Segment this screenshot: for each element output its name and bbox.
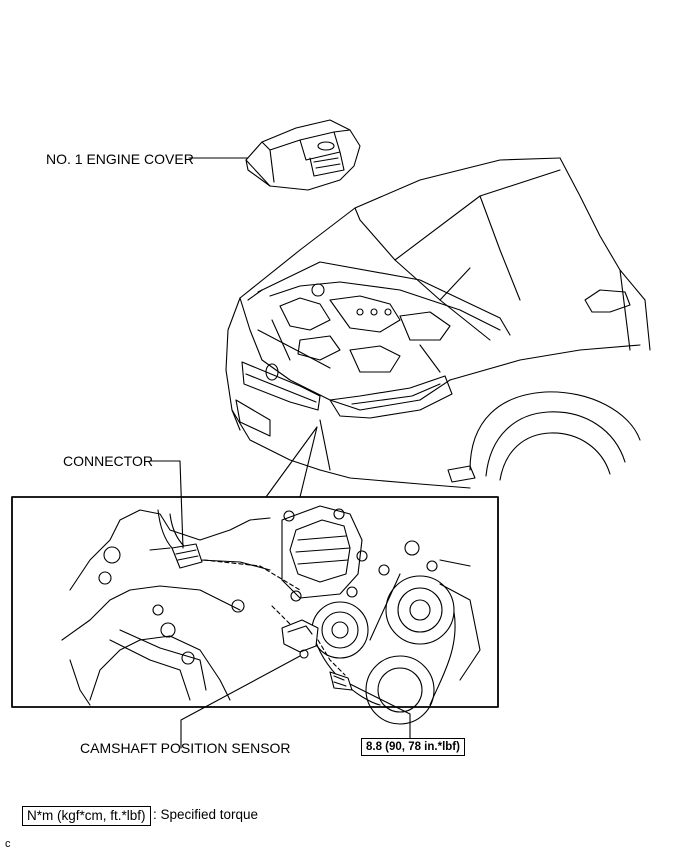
engine-cover-label: NO. 1 ENGINE COVER <box>46 151 194 167</box>
torque-value-box: 8.8 (90, 78 in.*lbf) <box>361 738 465 756</box>
detail-callout-line <box>265 426 318 498</box>
vehicle-drawing <box>225 157 651 489</box>
connector-label: CONNECTOR <box>63 453 153 469</box>
engine-cover-drawing <box>245 119 361 191</box>
torque-leader <box>349 683 411 741</box>
connector-leader <box>150 460 184 549</box>
detail-frame <box>11 496 499 708</box>
engine-detail-drawing <box>61 505 481 725</box>
legend-description: : Specified torque <box>153 807 259 822</box>
camshaft-position-sensor-label: CAMSHAFT POSITION SENSOR <box>80 740 291 756</box>
figure-code: c <box>5 838 11 850</box>
sensor-leader <box>180 655 301 749</box>
torque-unit-legend: N*m (kgf*cm, ft.*lbf) <box>22 806 151 826</box>
